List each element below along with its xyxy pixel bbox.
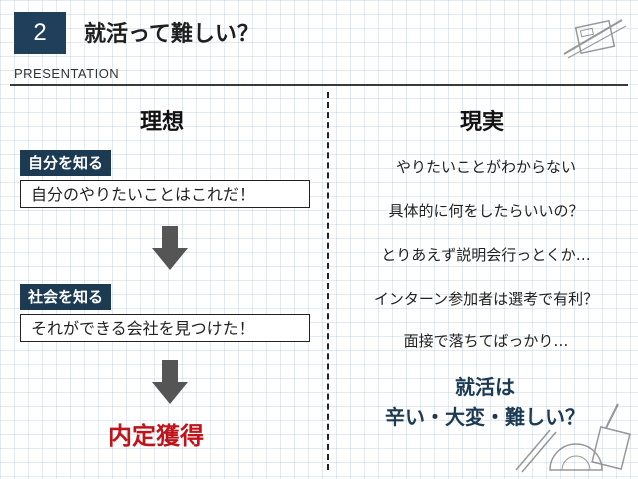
stationery-top-right-icon [563, 19, 627, 59]
step2-label: 社会を知る [20, 284, 112, 310]
step2-text: それができる会社を見つけた！ [20, 314, 310, 342]
slide-number: 2 [14, 12, 66, 54]
reality-heading: 現実 [460, 110, 505, 135]
reality-conclusion: 就活は 辛い・大変・難しい？ [340, 372, 630, 432]
reality-item: 具体的に何をしたらいいの？ [388, 202, 584, 220]
step1-label: 自分を知る [20, 150, 112, 176]
column-divider [327, 92, 329, 470]
stationery-bottom-right-icon [515, 403, 631, 473]
conclusion-line1: 就活は [455, 375, 515, 399]
reality-item: やりたいことがわからない [395, 158, 576, 176]
ideal-result: 内定獲得 [108, 422, 204, 450]
slide-subtitle: PRESENTATION [14, 66, 120, 81]
reality-item: 面接で落ちてばっかり… [403, 332, 569, 350]
header-rule [10, 84, 628, 86]
down-arrow-icon [152, 360, 188, 404]
step1-text: 自分のやりたいことはこれだ！ [20, 180, 310, 208]
down-arrow-icon [152, 226, 188, 270]
conclusion-line2: 辛い・大変・難しい？ [385, 405, 585, 429]
ideal-heading: 理想 [140, 110, 185, 135]
reality-item: とりあえず説明会行っとくか… [381, 246, 591, 264]
slide-title: 就活って難しい？ [84, 22, 259, 47]
reality-item: インターン参加者は選考で有利？ [373, 290, 599, 308]
